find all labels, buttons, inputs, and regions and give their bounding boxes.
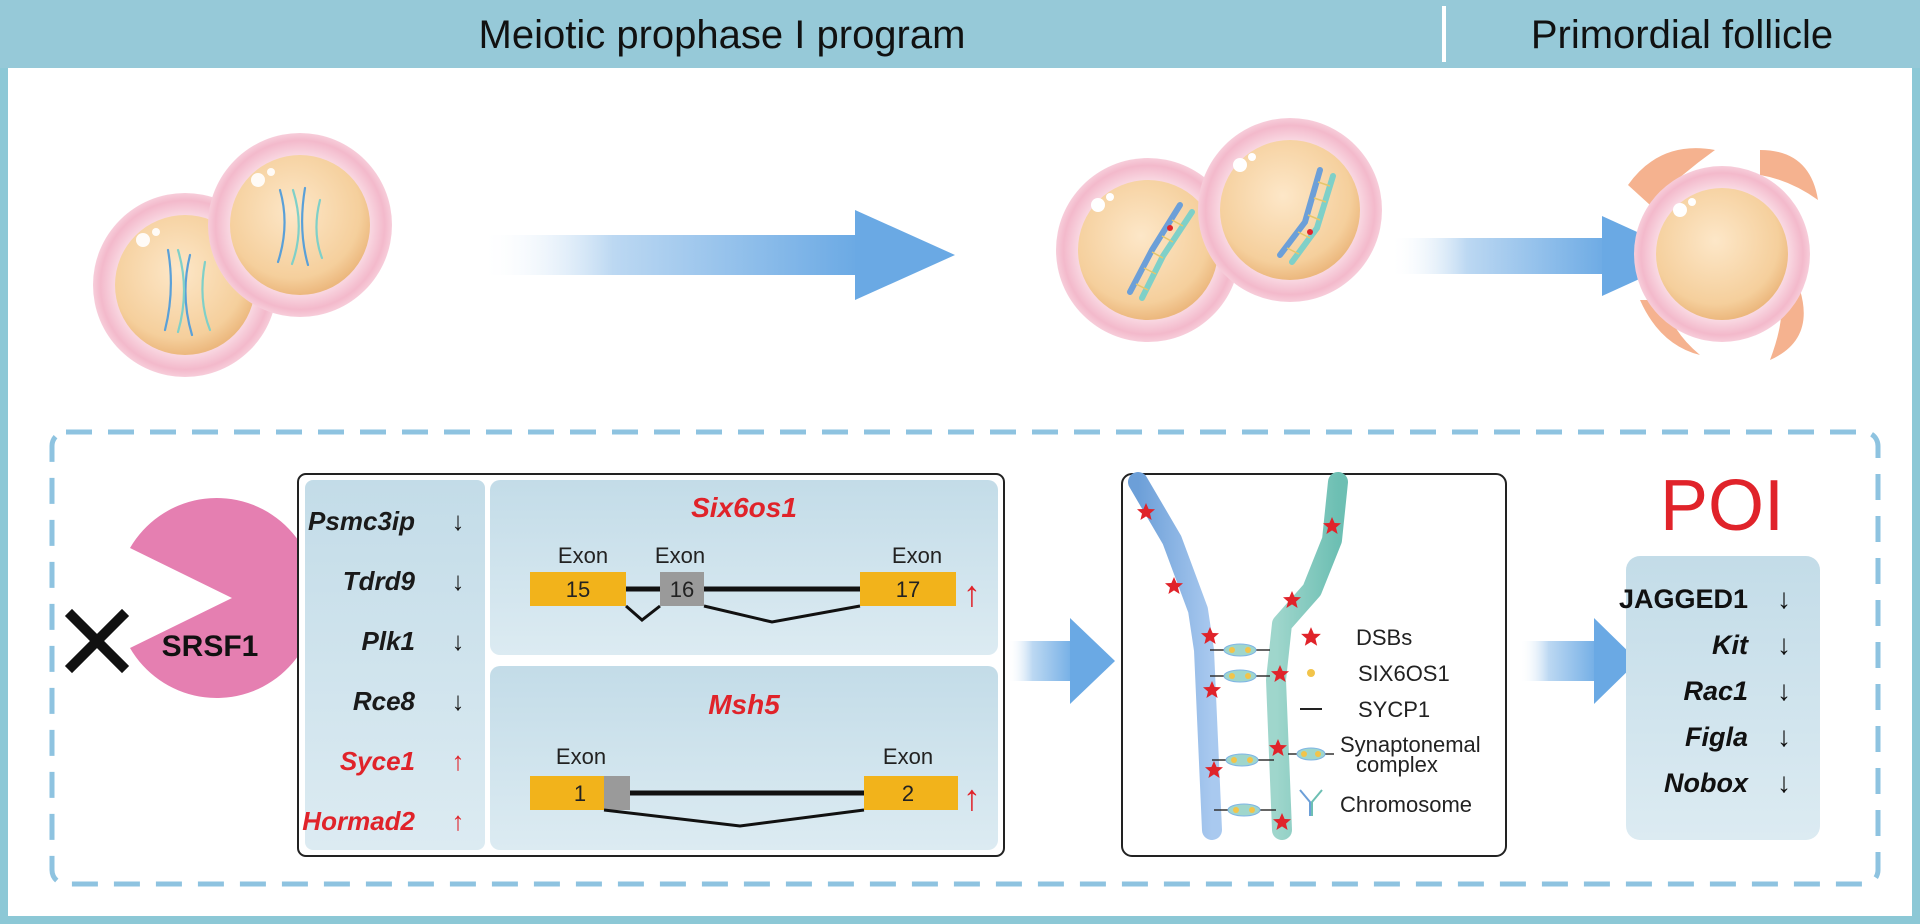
exon1-box (530, 776, 604, 810)
exon15-label: Exon (558, 543, 608, 568)
exon17-box (860, 572, 956, 606)
legend-sycp1: SYCP1 (1358, 697, 1430, 722)
progression-arrow-2 (1390, 216, 1690, 296)
msh5-title: Msh5 (708, 689, 780, 720)
poi-gene-name: Rac1 (1683, 676, 1748, 706)
exon1-extension-box (604, 776, 630, 810)
poi-gene-arrow: ↓ (1777, 629, 1791, 660)
exon16-number: 16 (670, 577, 694, 602)
six6os1-panel (490, 480, 998, 655)
poi-gene-list: JAGGED1 ↓ Kit ↓ Rac1 ↓ Figla ↓ Nobox ↓ (1619, 583, 1791, 798)
exon15-number: 15 (566, 577, 590, 602)
exon2-label: Exon (883, 744, 933, 769)
gene-arrow: ↑ (452, 746, 465, 776)
oocyte-pair-synapsis (1056, 118, 1382, 342)
gene-name: Hormad2 (302, 806, 415, 836)
exon17-number: 17 (896, 577, 920, 602)
legend-six6os1: SIX6OS1 (1358, 661, 1450, 686)
gene-name: Psmc3ip (308, 506, 415, 536)
legend-dsbs: DSBs (1356, 625, 1412, 650)
srsf1-protein (130, 498, 317, 699)
header-left-title: Meiotic prophase I program (479, 13, 966, 57)
mechanism-dashed-box (49, 429, 1881, 887)
gene-arrow: ↓ (452, 686, 465, 716)
poi-gene-name: Kit (1712, 630, 1749, 660)
legend-chromosome: Chromosome (1340, 792, 1472, 817)
knockout-x-icon (64, 608, 130, 674)
poi-gene-name: JAGGED1 (1619, 584, 1748, 614)
header-right-title: Primordial follicle (1531, 13, 1833, 57)
gene-name: Rce8 (353, 686, 416, 716)
six6os1-up-arrow: ↑ (963, 573, 981, 614)
primordial-follicle (1628, 148, 1818, 360)
exon1-number: 1 (574, 781, 586, 806)
srsf1-label: SRSF1 (162, 630, 259, 663)
splice-junction-skip (703, 604, 861, 624)
gene-name: Syce1 (340, 746, 415, 776)
splice-junction-short (625, 604, 661, 622)
msh5-up-arrow: ↑ (963, 777, 981, 818)
gene-name: Plk1 (362, 626, 416, 656)
gene-list: Psmc3ip ↓ Tdrd9 ↓ Plk1 ↓ Rce8 ↓ Syce1 ↑ Hormad2 ↑ (302, 506, 464, 836)
gene-arrow: ↓ (452, 506, 465, 536)
poi-gene-arrow: ↓ (1777, 721, 1791, 752)
header-bar (0, 0, 1920, 68)
exon15-box (530, 572, 626, 606)
poi-title: POI (1660, 466, 1784, 546)
gene-arrow: ↓ (452, 626, 465, 656)
gene-arrow: ↓ (452, 566, 465, 596)
gene-list-panel (305, 480, 485, 850)
synaptonemal-icon (1288, 747, 1334, 761)
six6os1-title: Six6os1 (691, 492, 797, 523)
exon2-number: 2 (902, 781, 914, 806)
chromosome-illustration (1128, 472, 1348, 840)
chromosome-legend: DSBs SIX6OS1 SYCP1 Synaptonemal complex … (1288, 625, 1487, 817)
poi-gene-arrow: ↓ (1777, 767, 1791, 798)
dot-icon (1307, 669, 1315, 677)
poi-gene-panel (1626, 556, 1820, 840)
poi-gene-name: Figla (1685, 722, 1748, 752)
chromosome-icon (1299, 789, 1323, 816)
poi-gene-name: Nobox (1664, 768, 1749, 798)
gene-arrow: ↑ (452, 806, 465, 836)
flow-arrow-4 (1520, 618, 1638, 704)
exon2-box (864, 776, 958, 810)
gene-name: Tdrd9 (343, 566, 416, 596)
oocyte-pair-early (93, 133, 392, 377)
poi-gene-arrow: ↓ (1777, 675, 1791, 706)
exon1-label: Exon (556, 744, 606, 769)
flow-arrow-3 (1008, 618, 1115, 704)
poi-gene-arrow: ↓ (1777, 583, 1791, 614)
msh5-splice-junction (603, 808, 865, 828)
progression-arrow-1 (480, 210, 955, 300)
exon16-label: Exon (655, 543, 705, 568)
legend-synaptonemal: Synaptonemal complex (1340, 732, 1487, 777)
exon17-label: Exon (892, 543, 942, 568)
exon16-box (660, 572, 704, 606)
